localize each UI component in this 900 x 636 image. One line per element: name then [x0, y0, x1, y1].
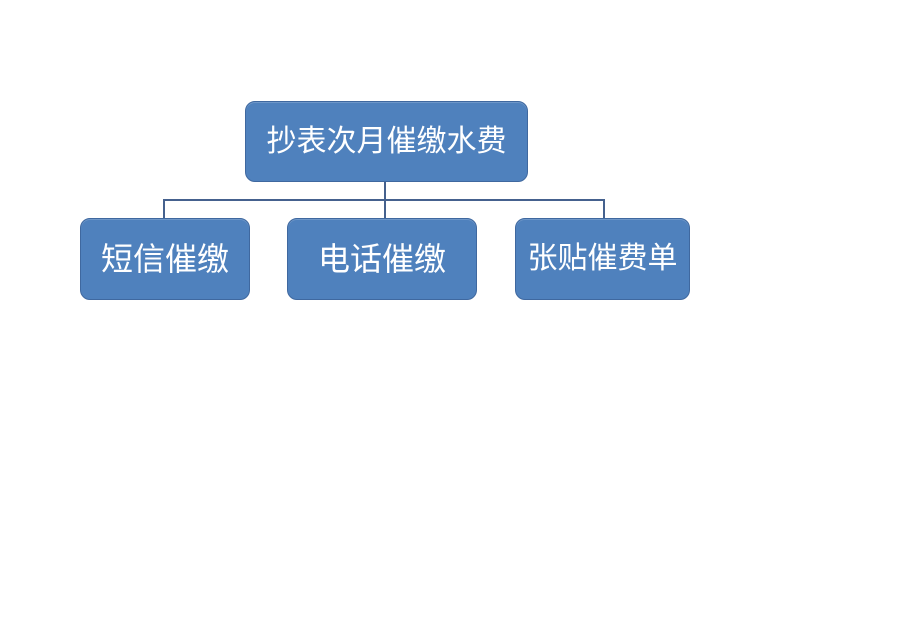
node-phone-reminder-label: 电话催缴	[317, 240, 446, 278]
node-notice-posting-label: 张贴催费单	[527, 241, 678, 276]
node-phone-reminder: 电话催缴	[287, 218, 477, 300]
node-sms-reminder: 短信催缴	[80, 218, 250, 300]
node-notice-posting: 张贴催费单	[515, 218, 690, 300]
node-root-label: 抄表次月催缴水费	[266, 123, 507, 159]
node-root: 抄表次月催缴水费	[245, 101, 528, 182]
node-sms-reminder-label: 短信催缴	[100, 240, 229, 278]
